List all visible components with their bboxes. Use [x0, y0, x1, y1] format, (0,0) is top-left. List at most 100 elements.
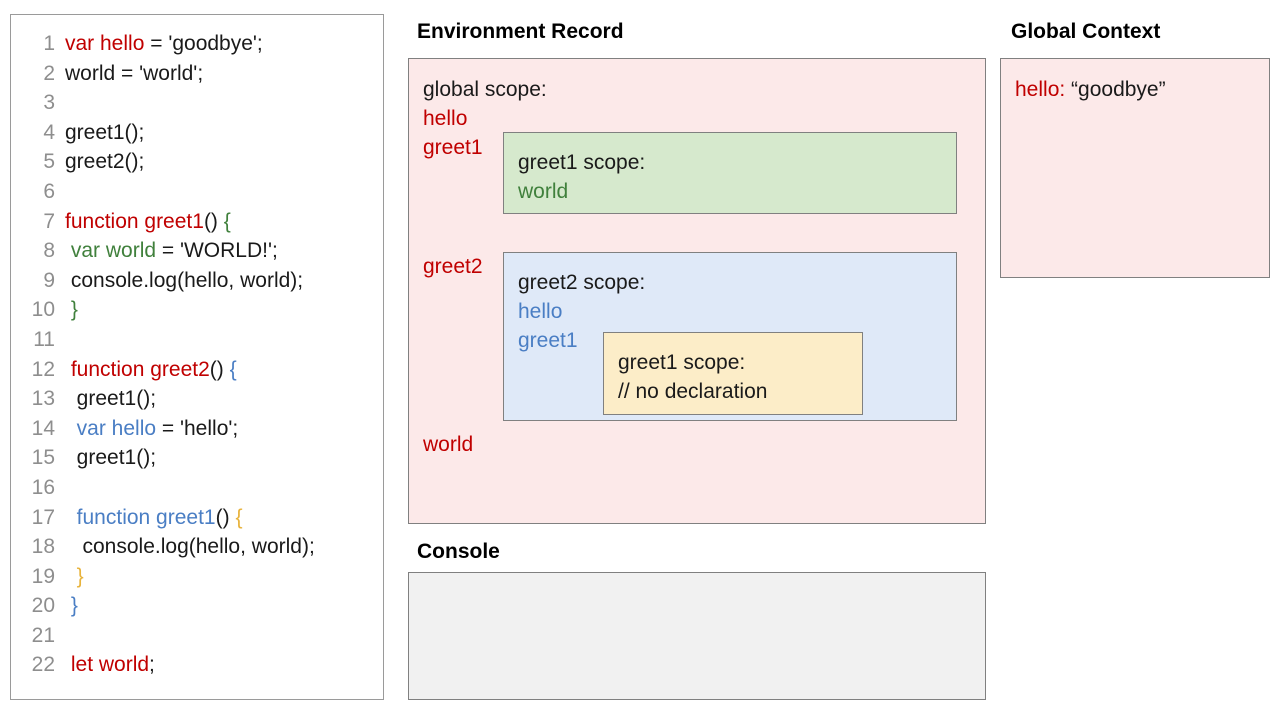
code-line[interactable]: 13 greet1();: [11, 384, 383, 414]
line-number: 18: [31, 535, 55, 559]
code-token: }: [76, 564, 84, 588]
line-number: 19: [31, 564, 55, 588]
code-token: {: [235, 505, 243, 529]
code-line-text: var world = 'WORLD!';: [55, 236, 278, 266]
code-line-text: console.log(hello, world);: [55, 266, 303, 296]
greet1-inner-scope-heading: greet1 scope:: [618, 351, 746, 374]
greet1-scope-var-world: world: [518, 180, 569, 203]
code-token: ;: [149, 653, 155, 677]
code-line[interactable]: 12 function greet2() {: [11, 355, 383, 385]
code-line[interactable]: 21: [11, 621, 383, 651]
code-token: {: [223, 209, 231, 233]
code-token: console.log(hello, world);: [65, 268, 304, 292]
global-context-entry: hello: “goodbye”: [1015, 75, 1166, 104]
code-token: let world: [70, 653, 150, 677]
code-line-text: greet1();: [55, 384, 156, 414]
code-line-text: function greet2() {: [55, 355, 237, 385]
code-line[interactable]: 4 greet1();: [11, 118, 383, 148]
code-line[interactable]: 19 }: [11, 562, 383, 592]
code-line[interactable]: 17 function greet1() {: [11, 503, 383, 533]
line-number: 13: [31, 387, 55, 411]
code-token: greet2();: [65, 150, 145, 174]
code-token: [65, 565, 77, 588]
code-token: }: [70, 594, 78, 618]
code-token: = 'WORLD!';: [156, 239, 278, 263]
code-line[interactable]: 14 var hello = 'hello';: [11, 414, 383, 444]
global-context-panel: hello: “goodbye”: [1000, 58, 1270, 278]
line-number: 5: [43, 150, 55, 174]
code-token: world = 'world';: [65, 61, 204, 85]
code-line-text: }: [55, 295, 78, 325]
greet1-inner-scope-note: // no declaration: [618, 380, 768, 403]
global-scope-var-world: world: [423, 433, 474, 456]
line-number: 17: [31, 505, 55, 529]
line-number: 1: [43, 32, 55, 55]
global-scope-heading: global scope:: [423, 78, 547, 101]
code-line-text: var hello = 'hello';: [55, 414, 239, 444]
global-context-entry-key: hello:: [1015, 78, 1066, 101]
code-line[interactable]: 3: [11, 88, 383, 118]
code-line-text: var hello = 'goodbye';: [55, 29, 263, 59]
greet2-scope-var-hello: hello: [518, 300, 563, 323]
code-token: {: [229, 357, 237, 381]
line-number: 14: [31, 416, 55, 440]
greet2-scope-box: greet2 scope: hello greet1 greet1 scope:…: [503, 252, 957, 421]
environment-record-title: Environment Record: [417, 20, 624, 43]
line-number: 3: [43, 91, 55, 115]
code-token: function greet2: [70, 357, 210, 381]
greet1-scope-heading: greet1 scope:: [518, 151, 646, 174]
code-token: greet1();: [65, 120, 145, 144]
console-output-panel[interactable]: [408, 572, 986, 700]
code-line[interactable]: 9 console.log(hello, world);: [11, 266, 383, 296]
code-line[interactable]: 5 greet2();: [11, 147, 383, 177]
code-line[interactable]: 8 var world = 'WORLD!';: [11, 236, 383, 266]
code-token: greet1();: [65, 446, 157, 470]
greet2-scope-var-greet1: greet1: [518, 329, 578, 352]
code-line-text: }: [55, 591, 78, 621]
code-token: (): [209, 357, 230, 381]
line-number: 21: [31, 623, 55, 647]
line-number: 6: [43, 179, 55, 203]
code-line[interactable]: 18 console.log(hello, world);: [11, 532, 383, 562]
line-number: 2: [43, 61, 55, 85]
code-line-text: greet1();: [55, 118, 144, 148]
code-token: (): [215, 505, 236, 529]
global-scope-var-hello: hello: [423, 107, 468, 130]
code-line-text: }: [55, 562, 84, 592]
code-line[interactable]: 15 greet1();: [11, 443, 383, 473]
greet1-scope-box: greet1 scope: world: [503, 132, 957, 214]
global-context-title: Global Context: [1011, 20, 1161, 43]
code-token: greet1();: [65, 387, 157, 411]
line-number: 22: [31, 653, 55, 677]
line-number: 16: [31, 475, 55, 499]
code-line-text: greet2();: [55, 147, 144, 177]
code-line[interactable]: 16: [11, 473, 383, 503]
code-token: function greet1: [65, 209, 204, 233]
code-line-text: console.log(hello, world);: [55, 532, 315, 562]
line-number: 7: [43, 209, 55, 233]
code-token: = 'hello';: [156, 416, 239, 440]
code-line[interactable]: 22 let world;: [11, 650, 383, 680]
line-number: 12: [31, 357, 55, 381]
greet1-inner-scope-box: greet1 scope: // no declaration: [603, 332, 863, 415]
code-token: [65, 417, 77, 440]
code-line-text: function greet1() {: [55, 503, 243, 533]
code-token: = 'goodbye';: [144, 32, 263, 55]
code-line[interactable]: 6: [11, 177, 383, 207]
code-line-text: let world;: [55, 650, 155, 680]
line-number: 15: [31, 446, 55, 470]
code-token: (): [203, 209, 224, 233]
line-number: 10: [31, 298, 55, 322]
code-line[interactable]: 10 }: [11, 295, 383, 325]
code-token: console.log(hello, world);: [65, 535, 315, 559]
code-line[interactable]: 11: [11, 325, 383, 355]
code-line[interactable]: 2 world = 'world';: [11, 59, 383, 89]
line-number: 4: [43, 120, 55, 144]
line-number: 8: [43, 239, 55, 263]
code-line-text: function greet1() {: [55, 207, 231, 237]
code-line[interactable]: 20 }: [11, 591, 383, 621]
